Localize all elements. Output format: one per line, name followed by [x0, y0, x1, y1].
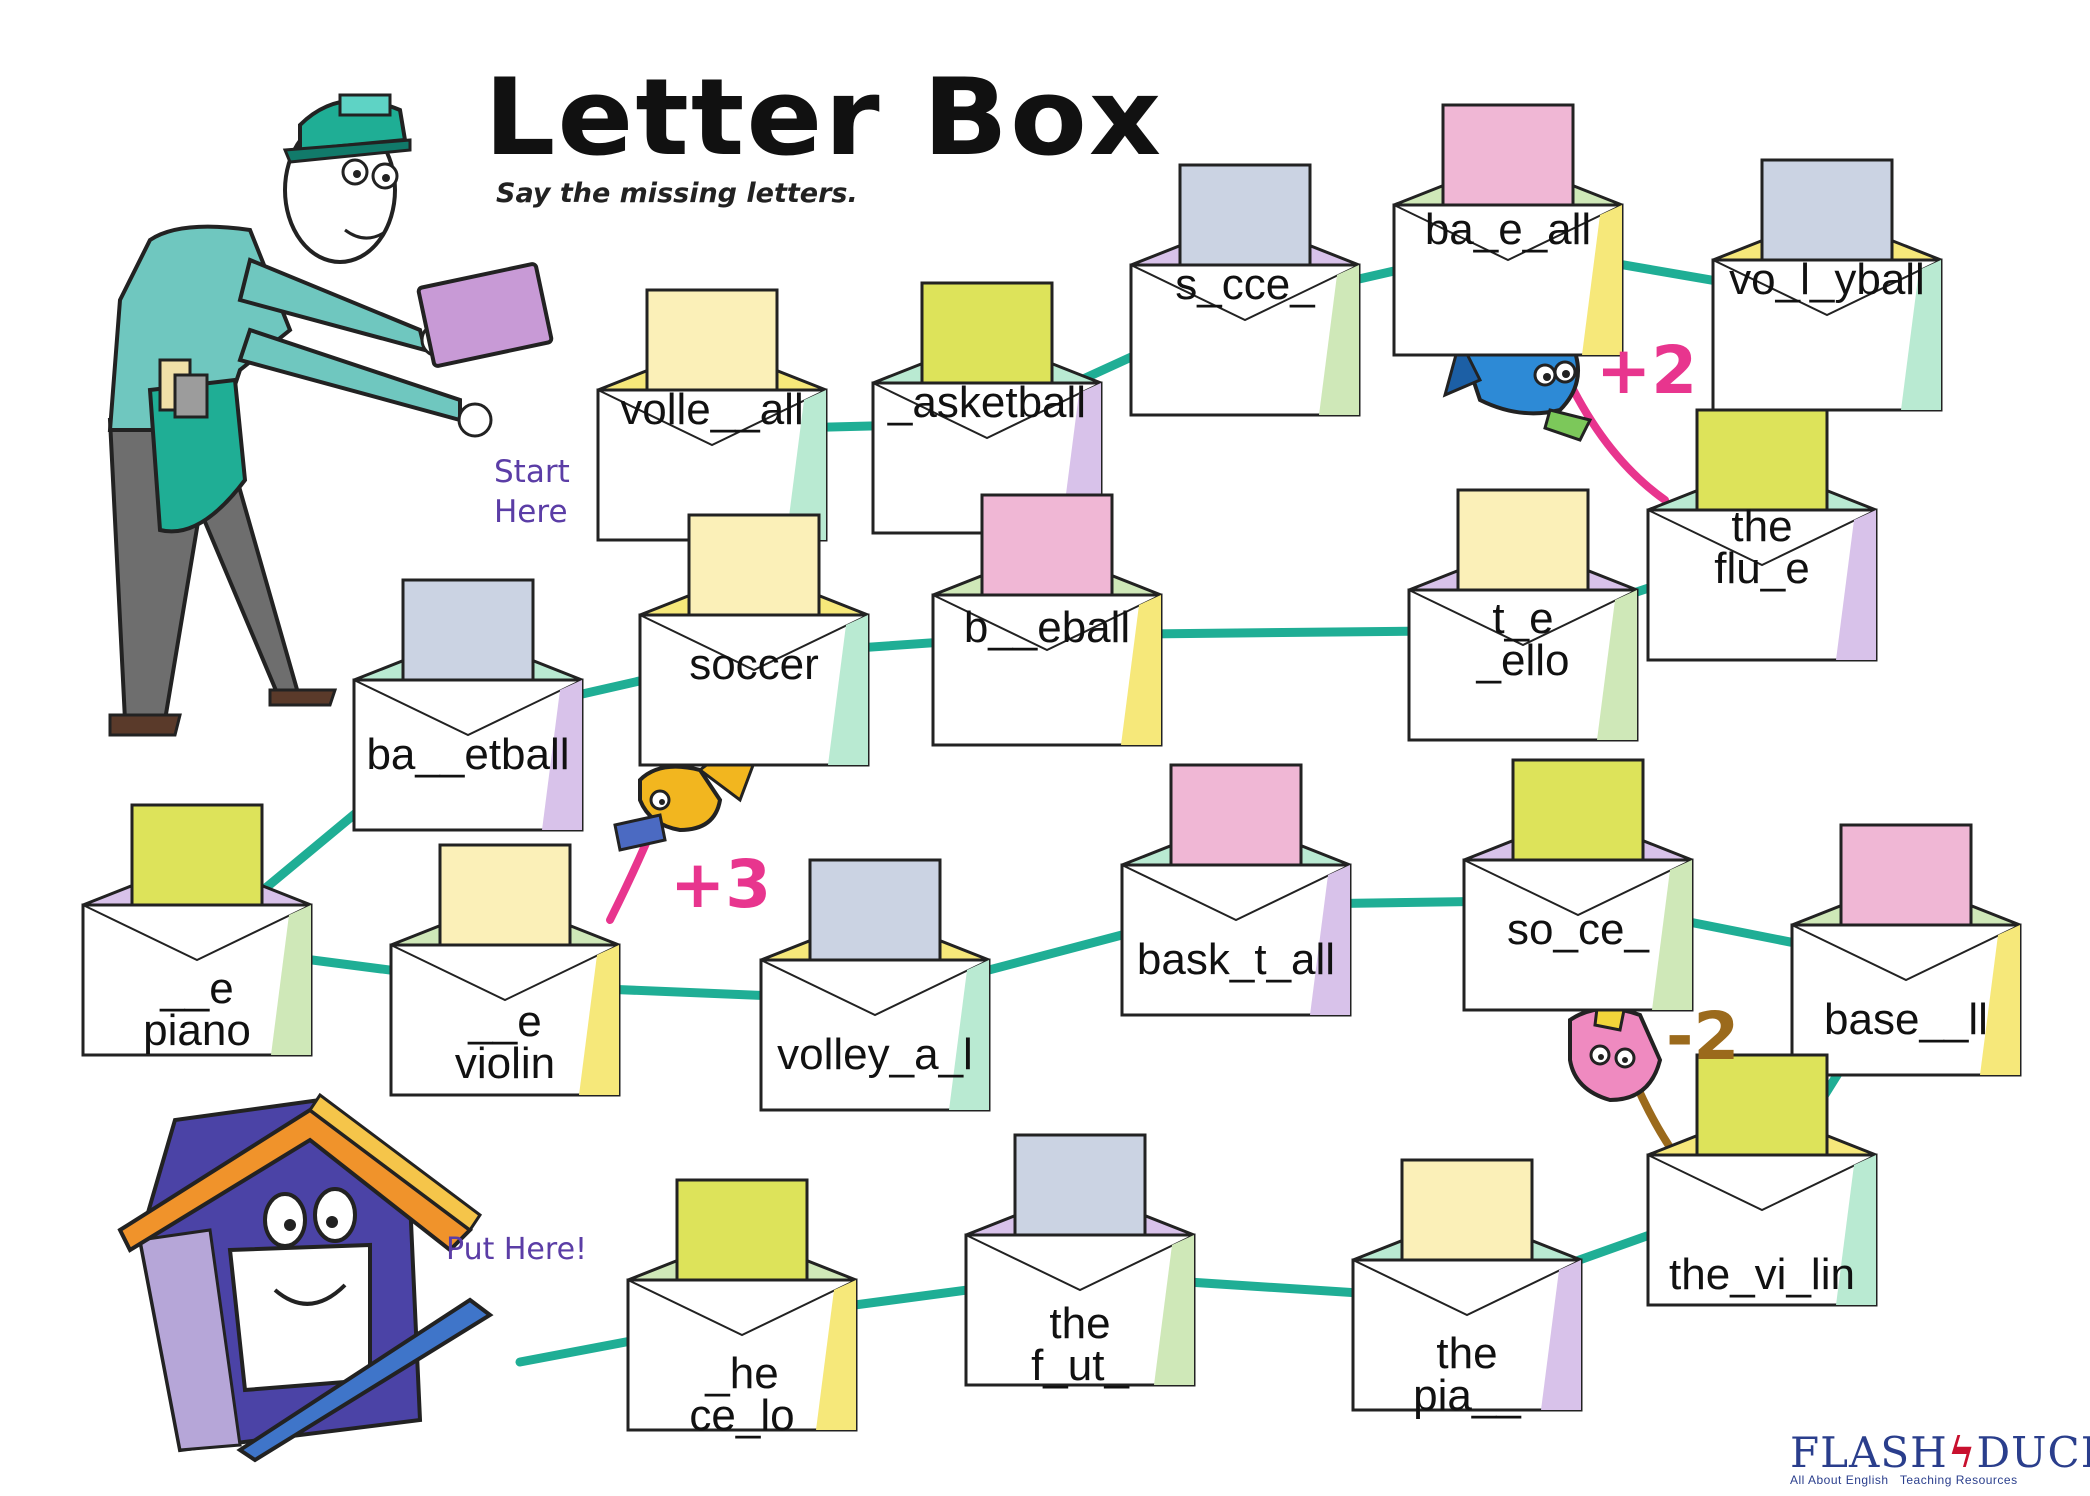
shortcut-label-plus2: +2	[1596, 332, 1698, 409]
letter-box-15[interactable]	[1462, 758, 1694, 1012]
box-word-line: b__eball	[963, 603, 1131, 652]
shortcut-label-plus3: +3	[670, 846, 772, 923]
box-word-line: vo_l_yball	[1729, 255, 1925, 304]
letter-box-18[interactable]	[1351, 1158, 1583, 1412]
box-word-line: the	[1731, 502, 1793, 551]
box-word-line: s_cce_	[1175, 260, 1315, 309]
box-word-line: volley_a_l	[777, 1030, 973, 1079]
letter-box-3[interactable]	[1129, 163, 1361, 417]
box-word-line: _he	[705, 1349, 779, 1398]
start-label-line2: Here	[494, 494, 568, 531]
box-word-5: vo_l_yball	[1729, 255, 1925, 304]
box-word-line: ba__etball	[366, 730, 570, 779]
letter-box-12[interactable]	[389, 843, 621, 1097]
box-word-15: so_ce_	[1507, 905, 1649, 954]
logo-tagline-right: Teaching Resources	[1899, 1473, 2018, 1487]
box-word-13: volley_a_l	[777, 1030, 973, 1079]
page-subtitle: Say the missing letters.	[496, 178, 858, 209]
letter-box-11[interactable]	[81, 803, 313, 1057]
box-word-line: ba_e_all	[1424, 205, 1592, 254]
letter-box-10[interactable]	[352, 578, 584, 832]
letter-box-17[interactable]	[1646, 1053, 1878, 1307]
box-word-line: piano	[143, 1006, 251, 1055]
box-word-line: __e	[160, 964, 234, 1013]
yellow-bird-icon	[613, 752, 757, 852]
box-word-line: ce_lo	[689, 1391, 795, 1440]
box-word-line: base__ll	[1824, 995, 1988, 1044]
box-word-1: volle__all	[620, 385, 804, 434]
box-word-9: soccer	[689, 640, 819, 689]
logo-tagline-left: All About English	[1790, 1473, 1889, 1487]
letter-box-8[interactable]	[931, 493, 1163, 747]
letter-box-5[interactable]	[1711, 158, 1943, 412]
finish-label: Put Here!	[446, 1232, 588, 1267]
box-word-line: volle__all	[620, 385, 804, 434]
box-word-8: b__eball	[963, 603, 1131, 652]
box-word-16: base__ll	[1824, 995, 1988, 1044]
lightning-icon: ϟ	[1947, 1428, 1977, 1477]
letter-box-20[interactable]	[626, 1178, 858, 1432]
box-word-line: __e	[468, 997, 542, 1046]
letter-box-14[interactable]	[1120, 763, 1352, 1017]
letter-box-13[interactable]	[759, 858, 991, 1112]
house-illustration	[117, 1092, 494, 1463]
letter-box-19[interactable]	[964, 1133, 1196, 1387]
box-word-line: f_ut_	[1031, 1341, 1129, 1390]
start-label: Start Here	[494, 452, 570, 533]
box-word-3: s_cce_	[1175, 260, 1315, 309]
box-word-7: t_e_ello	[1476, 594, 1570, 685]
letter-box-9[interactable]	[638, 513, 870, 767]
box-word-17: the_vi_lin	[1669, 1250, 1855, 1299]
letter-box-6[interactable]	[1646, 408, 1878, 662]
box-word-line: t_e	[1492, 594, 1554, 643]
letter-boxes	[81, 103, 2022, 1432]
box-word-line: the_vi_lin	[1669, 1250, 1855, 1299]
box-word-14: bask_t_all	[1136, 935, 1336, 984]
start-label-line1: Start	[494, 454, 570, 490]
logo-name-part1: FLASH	[1790, 1428, 1948, 1477]
letter-box-4[interactable]	[1392, 103, 1624, 357]
box-word-line: _asketball	[887, 378, 1087, 427]
page-title: Letter Box	[484, 56, 1164, 180]
letter-box-16[interactable]	[1790, 823, 2022, 1077]
box-word-line: soccer	[689, 640, 819, 689]
box-word-4: ba_e_all	[1424, 205, 1592, 254]
box-word-line: _ello	[1476, 636, 1570, 685]
pink-bird-icon	[1568, 998, 1663, 1103]
box-word-line: the	[1436, 1329, 1498, 1378]
logo-name-part2: DUCK	[1976, 1428, 2090, 1477]
box-word-line: the	[1049, 1299, 1111, 1348]
flashduck-logo: FLASHϟDUCK All About English Teaching Re…	[1790, 1428, 2090, 1487]
box-word-10: ba__etball	[366, 730, 570, 779]
shortcut-label-minus2: -2	[1666, 998, 1740, 1075]
box-word-line: flu_e	[1714, 544, 1810, 593]
box-word-line: bask_t_all	[1136, 935, 1336, 984]
box-word-line: so_ce_	[1507, 905, 1649, 954]
postman-illustration	[107, 93, 554, 737]
box-word-2: _asketball	[887, 378, 1087, 427]
box-word-line: pia__	[1413, 1371, 1521, 1420]
box-word-line: violin	[454, 1039, 556, 1088]
letter-box-7[interactable]	[1407, 488, 1639, 742]
